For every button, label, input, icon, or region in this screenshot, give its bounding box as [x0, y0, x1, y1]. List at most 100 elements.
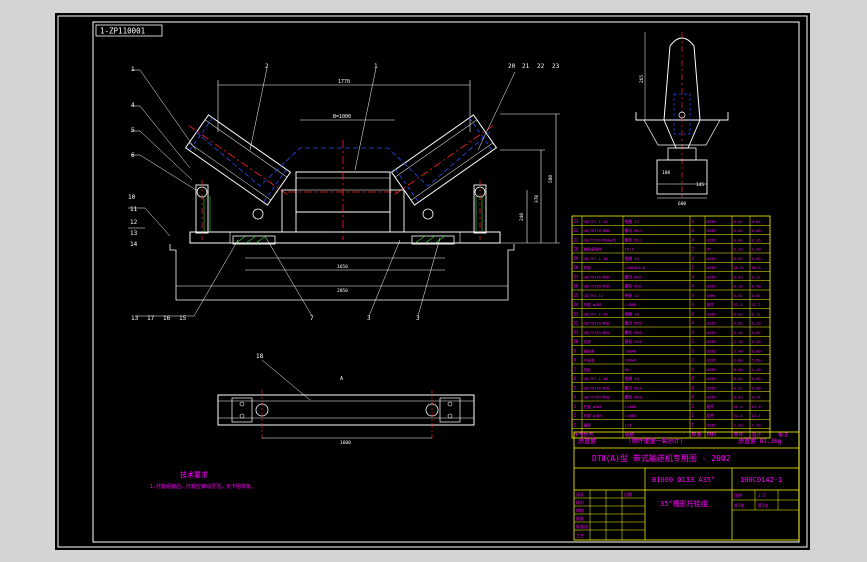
label-bottom-4: 7: [310, 315, 314, 322]
bom-cell-mat: Q235: [707, 339, 716, 344]
label-left-0: 1: [131, 66, 135, 73]
bom-cell-name: 中支架: [584, 358, 595, 363]
dim-overall-width: 1770: [338, 79, 350, 85]
label-bottom-6: 3: [416, 315, 420, 322]
side-view: 265 145 600 108: [635, 32, 729, 207]
bom-cell-mat: 组件: [707, 302, 715, 307]
bom-cell-no: 16: [574, 284, 579, 289]
cell-4: 标准化: [576, 523, 588, 529]
bom-cell-mat: Q235: [707, 395, 716, 400]
bom-cell-no: 4: [574, 395, 577, 400]
label-left-4: 10: [128, 194, 136, 201]
bom-cell-spec: L=380: [625, 302, 637, 307]
bom-cell-w1: 0.16: [734, 330, 744, 335]
plan-label: A: [340, 376, 343, 382]
bom-cell-spec: 螺栓 M12: [625, 237, 642, 242]
bom-cell-spec: 垫圈 12: [625, 219, 639, 224]
bom-cell-qty: 4: [692, 311, 695, 316]
bom-cell-w2: 24.8: [752, 404, 762, 409]
bom-cell-qty: 1: [692, 422, 695, 427]
label-top-1: 1: [374, 63, 378, 70]
bom-cell-w2: 0.24: [752, 395, 762, 400]
bom-cell-no: 10: [574, 339, 579, 344]
bom-cell-spec: TD-1: [625, 247, 635, 252]
label-left-1: 4: [131, 102, 135, 109]
bom-header-no: 序号: [574, 431, 584, 438]
bom-cell-no: 6: [574, 376, 577, 381]
bom-cell-w2: 7.20: [752, 422, 762, 427]
bom-cell-name: GB/T97.1-20: [584, 312, 608, 316]
bom-cell-spec: 螺栓 M10: [625, 395, 642, 400]
bom-cell-mat: Q235: [707, 348, 716, 353]
dim-inner-span: B=1000: [333, 114, 351, 120]
bom-cell-spec: 螺母 M10: [625, 385, 642, 390]
bom-cell-no: 19: [574, 256, 579, 261]
bom-cell-spec: 螺母 M20: [625, 321, 642, 326]
cell-9: 共1张: [734, 502, 744, 508]
bom-cell-spec: [10: [625, 422, 633, 427]
bom-header-qty: 数量: [692, 431, 702, 438]
dim-roll: 108: [662, 170, 670, 176]
cell-0: 设计: [576, 491, 584, 497]
bom-cell-qty: 4: [692, 367, 695, 372]
bom-cell-w2: 0.08: [752, 256, 762, 261]
bom-cell-name: GB/T97.1-16: [584, 257, 608, 261]
bom-cell-w1: 0.10: [734, 284, 744, 289]
bom-cell-spec: 螺母 M12: [625, 228, 642, 233]
bom-cell-qty: 4: [692, 321, 695, 326]
cell-3: 批准: [576, 515, 584, 521]
bom-header-w1: 单件: [734, 431, 744, 438]
cell-5: 工艺: [576, 533, 584, 538]
bom-cell-no: 15: [574, 293, 579, 298]
bom-cell-w2: 0.08: [752, 228, 762, 233]
title-block: 总重量 (附件重量一套总计) 总重量 81.3kg DTⅡ(A)型 带式输送机专…: [573, 431, 800, 541]
bom-cell-w1: 1.20: [734, 247, 744, 252]
bom-cell-no: 8: [574, 358, 577, 363]
bom-cell-spec: L=380: [625, 404, 637, 409]
bom-header-w2: 总计: [752, 431, 762, 438]
bom-cell-qty: 4: [692, 219, 695, 224]
bom-cell-w2: 37.2: [752, 302, 761, 307]
bom-cell-qty: 4: [692, 274, 695, 279]
label-bottom-1: 17: [147, 315, 155, 322]
bom-cell-spec: 螺母 M16: [625, 274, 642, 279]
bom-cell-w1: 12.4: [734, 404, 744, 409]
bom-cell-spec: δ6: [625, 367, 630, 372]
bom-cell-mat: Q235: [707, 358, 716, 363]
label-left-2: 5: [131, 127, 135, 134]
bom-cell-qty: 3: [692, 302, 695, 307]
label-bottom-5: 3: [367, 315, 371, 322]
bom-cell-w1: 12.4: [734, 413, 744, 418]
drawing-tag-box: [95, 24, 163, 37]
dim-plan-len: 1600: [340, 440, 351, 446]
bom-cell-mat: Q235: [707, 376, 716, 381]
bom-cell-name: GB/T97.1-10: [584, 377, 608, 381]
bom-cell-qty: 2: [692, 339, 695, 344]
dim-base-length: 1650: [337, 264, 348, 270]
bom-cell-name: GB/T97.1-12: [584, 220, 608, 224]
bom-cell-qty: 4: [692, 284, 695, 289]
front-view: 1770 B=1000: [128, 67, 560, 317]
drawing-no: 100C0142-1: [740, 476, 782, 484]
tech-notes-line1: 1.托辊组装后，托辊应转动灵活，无卡阻现象。: [150, 483, 256, 490]
bom-cell-spec: 螺栓 M16: [625, 284, 642, 289]
label-left-6: 12: [130, 219, 138, 226]
bom-cell-name: 托辊 φ133: [584, 404, 602, 409]
bom-cell-no: 12: [574, 321, 579, 326]
label-top-0: 2: [265, 63, 269, 70]
cell-2: 审核: [576, 507, 584, 513]
bom-cell-mat: 组件: [707, 413, 715, 418]
section-label: 18: [256, 353, 264, 360]
bom-cell-w2: 0.12: [752, 274, 761, 279]
bom-cell-w2: 0.08: [752, 385, 762, 390]
bom-cell-qty: 2: [692, 358, 695, 363]
bom-cell-no: 23: [574, 219, 579, 224]
bom-cell-name: GB/T6170-M20: [584, 322, 610, 326]
summary-mid: (附件重量一套总计): [628, 437, 683, 445]
bom-cell-w2: 0.64: [752, 330, 762, 335]
bom-cell-w1: 18.6: [734, 265, 744, 270]
bom-cell-w1: 2.80: [734, 358, 744, 363]
bom-cell-name: GB/T93-12: [584, 294, 603, 298]
dim-base-overall: 2050: [337, 288, 348, 294]
